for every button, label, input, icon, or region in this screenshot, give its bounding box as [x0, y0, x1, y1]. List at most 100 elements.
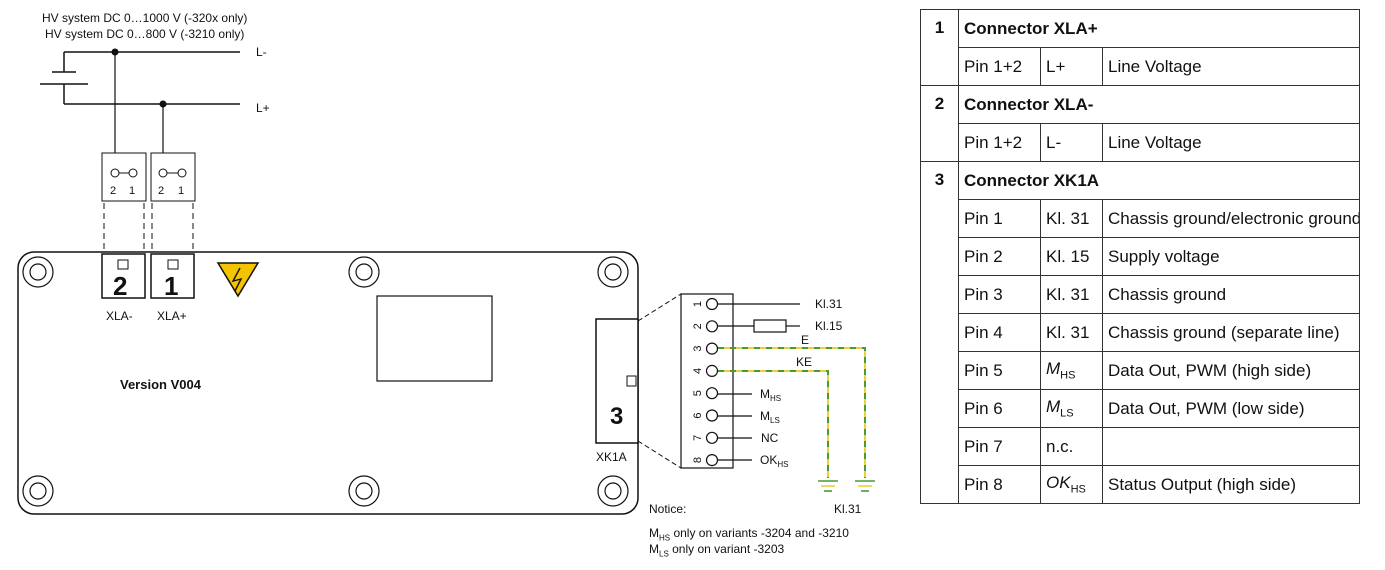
- xk1a-pin-socket: [705, 320, 719, 333]
- xk1a-pin-socket: [705, 364, 719, 377]
- terminal-block-left: [101, 152, 147, 202]
- pin-cell: Pin 8: [958, 465, 1041, 504]
- pin3-label: E: [801, 333, 809, 347]
- pin4-label: KE: [796, 355, 812, 369]
- terminal-block-right: [150, 152, 196, 202]
- pin-cell: Pin 1+2: [958, 123, 1041, 162]
- hv-line-2: HV system DC 0…800 V (-3210 only): [45, 27, 244, 41]
- xk1a-pin-socket: [705, 454, 719, 467]
- signal-text: n.c.: [1046, 436, 1074, 456]
- xk1a-pin-socket: [705, 387, 719, 400]
- dashed-connector-lines: [103, 203, 194, 252]
- signal-cell: MHS: [1040, 351, 1103, 390]
- pin-cell: Pin 1: [958, 199, 1041, 238]
- connector-key: [626, 375, 637, 387]
- xk1a-pin-number: 4: [692, 368, 704, 374]
- pin6-label: MLS: [760, 409, 780, 425]
- signal-text: L-: [1046, 132, 1062, 152]
- mounting-holes: [22, 256, 629, 507]
- ground-label: Kl.31: [834, 502, 862, 516]
- ground-symbols: [818, 480, 875, 492]
- description-cell: Chassis ground: [1102, 275, 1360, 314]
- hv-line-1: HV system DC 0…1000 V (-320x only): [42, 11, 247, 25]
- section-number: 3: [920, 161, 959, 504]
- signal-text: OK: [1046, 473, 1071, 493]
- xk1a-wires: [718, 303, 800, 461]
- section-title: Connector XLA+: [958, 9, 1360, 48]
- notice-title: Notice:: [649, 502, 687, 516]
- signal-cell: L-: [1040, 123, 1103, 162]
- signal-cell: Kl. 31: [1040, 313, 1103, 352]
- xk1a-pin-number: 6: [692, 412, 704, 418]
- signal-text: M: [1046, 397, 1061, 417]
- connector-number: 3: [610, 403, 623, 430]
- xk1a-pin-number: 8: [692, 457, 704, 463]
- signal-cell: n.c.: [1040, 427, 1103, 466]
- description-cell: Status Output (high side): [1102, 465, 1360, 504]
- description-cell: Supply voltage: [1102, 237, 1360, 276]
- pin8-label: OKHS: [760, 453, 788, 469]
- terminal-pin-label: 1: [178, 185, 184, 197]
- signal-cell: Kl. 15: [1040, 237, 1103, 276]
- section-number: 2: [920, 85, 959, 162]
- high-voltage-warning-icon: [216, 262, 260, 298]
- xk1a-pin-socket: [705, 297, 719, 311]
- version-label: Version V004: [120, 377, 202, 392]
- pin-cell: Pin 2: [958, 237, 1041, 276]
- description-cell: Line Voltage: [1102, 123, 1360, 162]
- notice-line-1: MHS only on variants -3204 and -3210: [649, 526, 849, 543]
- xk1a-pin-number: 7: [692, 435, 704, 441]
- xk1a-pin-socket: [705, 409, 719, 422]
- l-minus-label: L-: [256, 45, 267, 59]
- pin5-label: MHS: [760, 387, 781, 403]
- pin-cell: Pin 4: [958, 313, 1041, 352]
- signal-text: Kl. 15: [1046, 246, 1090, 266]
- l-plus-label: L+: [256, 101, 270, 115]
- xla-minus-label: XLA-: [106, 309, 133, 323]
- signal-subscript: HS: [1060, 369, 1076, 382]
- xk1a-pin-socket: [705, 431, 719, 444]
- signal-text: Kl. 31: [1046, 322, 1090, 342]
- xk1a-label: XK1A: [596, 450, 627, 464]
- pin-cell: Pin 3: [958, 275, 1041, 314]
- pin-cell: Pin 1+2: [958, 47, 1041, 86]
- description-cell: Chassis ground/electronic ground: [1102, 199, 1360, 238]
- battery-symbol: [40, 51, 240, 105]
- pin-cell: Pin 7: [958, 427, 1041, 466]
- junction-dot: [111, 48, 119, 56]
- signal-text: M: [1046, 359, 1061, 379]
- xk1a-pin-socket: [705, 342, 719, 355]
- description-cell: [1102, 427, 1360, 466]
- notice-line-2: MLS only on variant -3203: [649, 542, 785, 559]
- connector-xla-minus: [101, 253, 146, 299]
- description-cell: Data Out, PWM (low side): [1102, 389, 1360, 428]
- description-cell: Data Out, PWM (high side): [1102, 351, 1360, 390]
- label-window: [376, 295, 493, 382]
- section-number: 1: [920, 9, 959, 86]
- signal-cell: Kl. 31: [1040, 275, 1103, 314]
- xk1a-pin-block: [680, 293, 734, 469]
- signal-cell: OKHS: [1040, 465, 1103, 504]
- signal-subscript: HS: [1070, 483, 1086, 496]
- pin2-label: Kl.15: [815, 319, 843, 333]
- signal-cell: MLS: [1040, 389, 1103, 428]
- signal-text: Kl. 31: [1046, 284, 1090, 304]
- pin-cell: Pin 6: [958, 389, 1041, 428]
- signal-subscript: LS: [1060, 407, 1074, 420]
- xk1a-pin-number: 3: [692, 346, 704, 352]
- section-title: Connector XK1A: [958, 161, 1360, 200]
- section-title: Connector XLA-: [958, 85, 1360, 124]
- description-cell: Line Voltage: [1102, 47, 1360, 86]
- connector-number: 2: [113, 271, 127, 301]
- terminal-pin-label: 2: [158, 185, 164, 197]
